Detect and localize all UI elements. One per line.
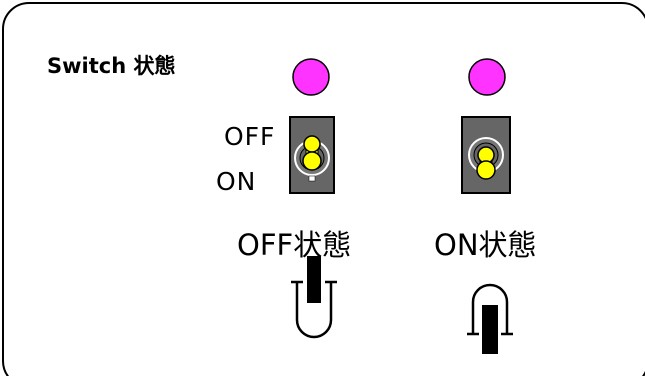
on-position-label: ON [216, 167, 257, 196]
indicator-lamp-1 [292, 58, 330, 96]
on-state-caption: ON状態 [434, 228, 537, 262]
off-position-label: OFF [224, 122, 276, 151]
off-state-schematic [291, 256, 337, 339]
indicator-lamp-2 [468, 58, 506, 96]
toggle-switch-2 [461, 116, 511, 194]
off-state-caption: OFF状態 [237, 228, 352, 262]
toggle-switch-1 [289, 116, 335, 194]
diagram-title: Switch 状態 [47, 54, 176, 78]
on-state-schematic [467, 283, 513, 354]
